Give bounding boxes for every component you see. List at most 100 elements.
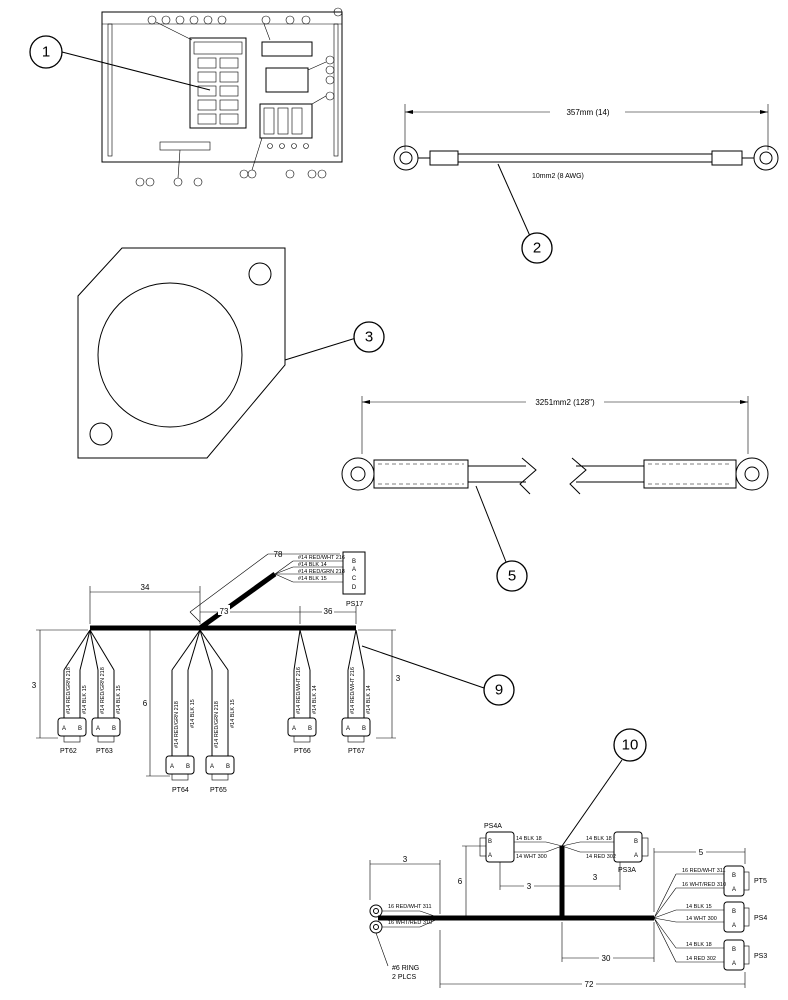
cable-2: 357mm (14) 10mm2 (8 AWG) [393,104,779,237]
panel-assembly [101,7,343,187]
ps17-pin-a: A [352,567,356,573]
pt63-label: PT63 [96,748,113,755]
ps17-wire-3: #14 RED/GRN 218 [298,569,345,575]
pt65-wire-1: #14 RED/GRN 218 [214,701,220,748]
ps3a-pin-b: B [634,839,638,845]
pt62-pin-b: B [78,726,82,732]
harness9-dim-6: 6 [143,699,148,708]
pt67-wire-2: #14 BLK 14 [366,685,372,714]
pt62-wire-1: #14 RED/GRN 218 [66,667,72,714]
cable-5: 3251mm2 (128") [341,396,769,563]
ps4-wire-1: 14 BLK 15 [686,904,712,910]
pt66-wire-1: #14 RED/WHT 216 [296,667,302,714]
harness9-dim-3-left: 3 [32,681,37,690]
pt67-pin-a: A [346,726,350,732]
callout-10-number: 10 [622,737,639,754]
ps4a-label: PS4A [484,823,502,830]
pt5-pin-a: A [732,887,736,893]
ps4-wire-2: 14 WHT 300 [686,916,717,922]
callout-9-number: 9 [495,682,503,699]
ps3a-wire-1: 14 BLK 18 [586,836,612,842]
pt63-wire-2: #14 BLK 15 [116,685,122,714]
pt67-pin-b: B [362,726,366,732]
ps3-pin-b: B [732,947,736,953]
pt62-label: PT62 [60,748,77,755]
ring-note-line-2: 2 PLCS [392,974,416,981]
pt62-pin-a: A [62,726,66,732]
callout-5-number: 5 [508,568,516,585]
harness10-dim-3-mid-left: 3 [527,882,532,891]
harness9-dim-78: 78 [274,550,283,559]
ps3a-pin-a: A [634,853,638,859]
ps17-wire-1: #14 RED/WHT 216 [298,555,345,561]
pt63-wire-1: #14 RED/GRN 218 [100,667,106,714]
pt5-wire-2: 16 WHT/RED 310 [682,882,726,888]
harness10-dim-6: 6 [458,877,463,886]
harness10-dim-30: 30 [602,954,611,963]
cable-2-length: 357mm (14) [566,108,609,117]
pt64-wire-1: #14 RED/GRN 218 [174,701,180,748]
cable-5-length: 3251mm2 (128") [535,398,595,407]
pt65-label: PT65 [210,787,227,794]
harness-10: B A PS4A 14 BLK 18 14 WHT 300 B A PS3A 1… [369,759,767,989]
ps17-pin-d: D [352,585,357,591]
pt62-wire-2: #14 BLK 15 [82,685,88,714]
ps4-pin-a: A [732,923,736,929]
ps3-wire-1: 14 BLK 18 [686,942,712,948]
harness10-dim-3-top: 3 [403,855,408,864]
callout-2: 2 [521,232,553,264]
callout-5: 5 [496,560,528,592]
ps17-wire-4: #14 BLK 15 [298,576,327,582]
ring-wire-1: 16 RED/WHT 311 [388,904,432,910]
pt5-pin-b: B [732,873,736,879]
callout-3: 3 [353,321,385,353]
harness9-dim-36: 36 [324,607,333,616]
pt64-wire-2: #14 BLK 15 [190,699,196,728]
ps4-pin-b: B [732,909,736,915]
pt66-pin-a: A [292,726,296,732]
ps17-label: PS17 [346,601,363,608]
ps17-wire-2: #14 BLK 14 [298,562,327,568]
pt63-pin-a: A [96,726,100,732]
pt65-pin-b: B [226,764,230,770]
callout-10: 10 [613,728,647,762]
callout-2-number: 2 [533,240,541,257]
ps4a-pin-b: B [488,839,492,845]
pt64-pin-b: B [186,764,190,770]
pt67-wire-1: #14 RED/WHT 216 [350,667,356,714]
ps4a-pin-a: A [488,853,492,859]
ps4-label: PS4 [754,915,767,922]
harness-9: #14 RED/WHT 216 #14 BLK 14 #14 RED/GRN 2… [32,550,485,794]
cable-2-size: 10mm2 (8 AWG) [532,173,584,180]
ps3-pin-a: A [732,961,736,967]
harness9-dim-34: 34 [141,583,150,592]
callout-3-number: 3 [365,329,373,346]
pt66-wire-2: #14 BLK 14 [312,685,318,714]
gasket-plate-3 [77,247,357,459]
pt66-pin-b: B [308,726,312,732]
harness9-dim-73: 73 [220,607,229,616]
pt66-label: PT66 [294,748,311,755]
ps4a-wire-2: 14 WHT 300 [516,854,547,860]
pt5-label: PT5 [754,878,767,885]
ps3a-wire-2: 14 RED 302 [586,854,616,860]
ring-note-line-1: #6 RING [392,965,419,972]
leader-line-1 [61,51,211,91]
callout-1-number: 1 [42,44,50,61]
harness10-dim-5: 5 [699,848,704,857]
pt5-wire-1: 16 RED/WHT 311 [682,868,726,874]
pt65-wire-2: #14 BLK 15 [230,699,236,728]
pt67-label: PT67 [348,748,365,755]
pt64-pin-a: A [170,764,174,770]
harness9-dim-3-right: 3 [396,674,401,683]
ps4a-wire-1: 14 BLK 18 [516,836,542,842]
pt64-label: PT64 [172,787,189,794]
callout-9: 9 [483,674,515,706]
ps3a-label: PS3A [618,867,636,874]
ps17-pin-b: B [352,559,356,565]
harness10-dim-3-mid-right: 3 [593,873,598,882]
ps3-label: PS3 [754,953,767,960]
ps17-pin-c: C [352,576,357,582]
ring-wire-2: 16 WHT/RED 310 [388,920,432,926]
